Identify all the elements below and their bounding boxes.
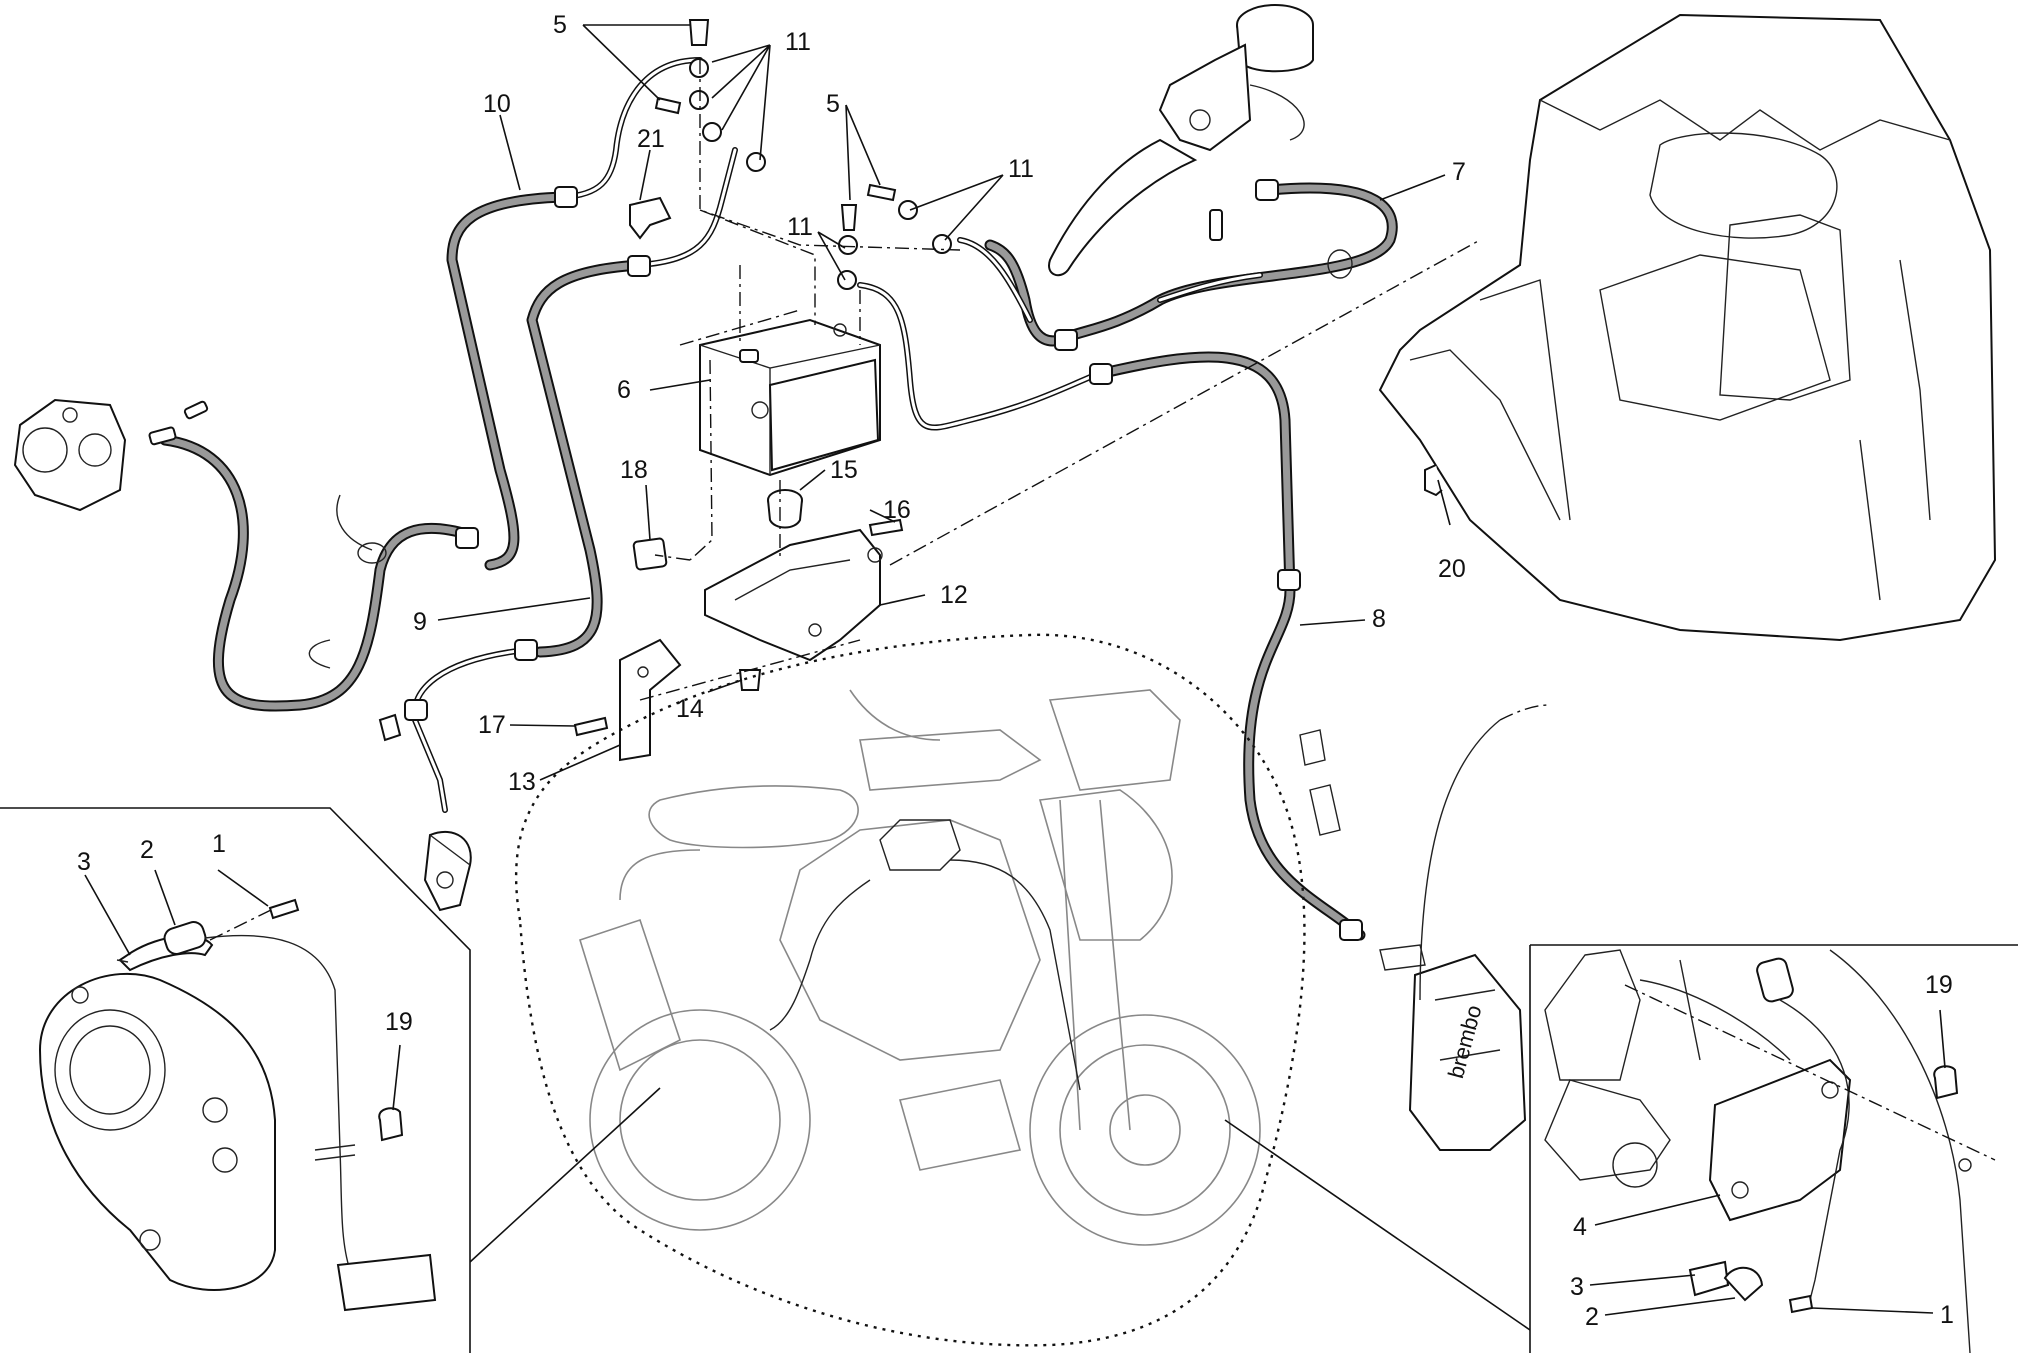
inset-leader-rear	[469, 1087, 661, 1263]
callout-3-rear-inset: 3	[77, 848, 91, 876]
callout-6: 6	[617, 376, 631, 404]
bracket-plate	[619, 638, 682, 762]
front-brake-caliper: brembo	[1299, 704, 1551, 1151]
callout-2-rear-inset: 2	[140, 836, 154, 864]
motorcycle-outline-dotted	[514, 633, 1306, 1347]
callout-10: 10	[483, 90, 511, 118]
callout-20: 20	[1438, 555, 1466, 583]
callout-11-center: 11	[787, 213, 813, 241]
hose-clip	[629, 196, 672, 240]
callout-2-front-inset: 2	[1585, 1303, 1599, 1331]
grommet	[767, 489, 803, 529]
callout-18: 18	[620, 456, 648, 484]
bolts	[573, 19, 952, 737]
motorcycle-illustration	[579, 689, 1261, 1246]
callout-leaders	[84, 24, 1946, 1316]
callout-11-right: 11	[1008, 155, 1034, 183]
callout-1-rear-inset: 1	[212, 830, 226, 858]
callout-15: 15	[830, 456, 858, 484]
rear-master-cylinder	[378, 713, 472, 912]
inset-rear-speed-sensor	[0, 807, 471, 1353]
callout-7: 7	[1452, 158, 1466, 186]
callout-19-rear-inset: 19	[385, 1008, 413, 1036]
callout-17: 17	[478, 711, 506, 739]
front-master-cylinder	[1048, 4, 1314, 277]
callout-labels: 5 11 10 21 5 11 11 7 6 18 15 16 12 8 9 2…	[77, 11, 1954, 1331]
callout-3-front-inset: 3	[1570, 1273, 1584, 1301]
callout-5-center: 5	[826, 90, 840, 118]
callout-19-front-inset: 19	[1925, 971, 1953, 999]
callout-11-top-left: 11	[785, 28, 811, 56]
callout-4-front-inset: 4	[1573, 1213, 1587, 1241]
hose-guide-clip	[308, 494, 373, 669]
callout-12: 12	[940, 581, 968, 609]
brake-hoses	[159, 57, 1398, 941]
inset-front-speed-sensor	[1529, 944, 2018, 1353]
fuel-tank-airbox	[1378, 13, 1997, 642]
inset-leader-front	[1224, 1119, 1531, 1331]
callout-21: 21	[637, 125, 665, 153]
callout-1-front-inset: 1	[1940, 1301, 1954, 1329]
retaining-clip	[1424, 464, 1443, 497]
callout-13: 13	[508, 768, 536, 796]
callout-5-top-left: 5	[553, 11, 567, 39]
abs-modulator-unit	[699, 318, 881, 477]
callout-8: 8	[1372, 605, 1386, 633]
callout-9: 9	[413, 608, 427, 636]
callout-14: 14	[676, 695, 704, 723]
rear-brake-caliper	[13, 398, 209, 512]
assembly-lines	[639, 60, 1481, 701]
modulator-bracket	[704, 528, 883, 662]
rubber-pad	[632, 537, 668, 571]
callout-16: 16	[883, 496, 911, 524]
